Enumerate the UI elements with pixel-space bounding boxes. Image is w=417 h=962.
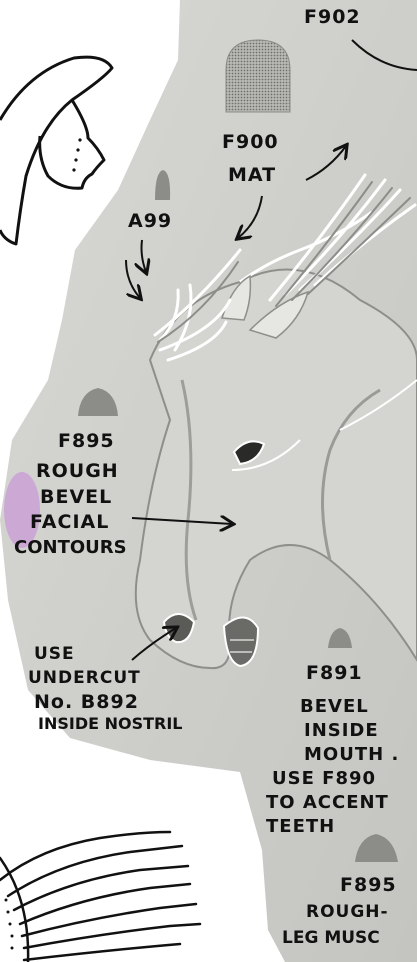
label-f895-leg: F895	[340, 876, 397, 895]
face-sketch	[0, 57, 112, 244]
label-teeth: TEETH	[266, 818, 335, 836]
label-bevel-mouth: BEVEL	[300, 698, 369, 716]
label-inside: INSIDE	[304, 722, 379, 740]
label-use-f890: USE F890	[272, 770, 376, 788]
mane-sketch	[0, 832, 200, 962]
label-bevel: BEVEL	[40, 488, 112, 507]
label-mouth: MOUTH .	[304, 746, 399, 764]
mane-sketch-dots	[5, 899, 14, 950]
label-use: USE	[34, 646, 75, 663]
label-f895: F895	[58, 432, 115, 451]
label-f902: F902	[304, 8, 361, 27]
label-no-b892: No. B892	[34, 693, 139, 712]
label-f900: F900	[222, 133, 279, 152]
label-facial: FACIAL	[30, 513, 109, 532]
label-a99: A99	[128, 212, 172, 231]
label-leg-musc: LEG MUSC	[282, 930, 380, 947]
label-to-accent: TO ACCENT	[266, 794, 389, 812]
label-f891: F891	[306, 664, 363, 683]
mat-sample-arch	[226, 40, 290, 112]
face-sketch-dots	[72, 138, 81, 171]
label-undercut: UNDERCUT	[28, 670, 141, 687]
label-rough: ROUGH	[36, 462, 119, 481]
label-mat: MAT	[228, 166, 276, 185]
label-rough-dash: ROUGH-	[306, 904, 389, 921]
label-inside-nostril: INSIDE NOSTRIL	[38, 716, 183, 732]
label-contours: CONTOURS	[14, 539, 127, 557]
